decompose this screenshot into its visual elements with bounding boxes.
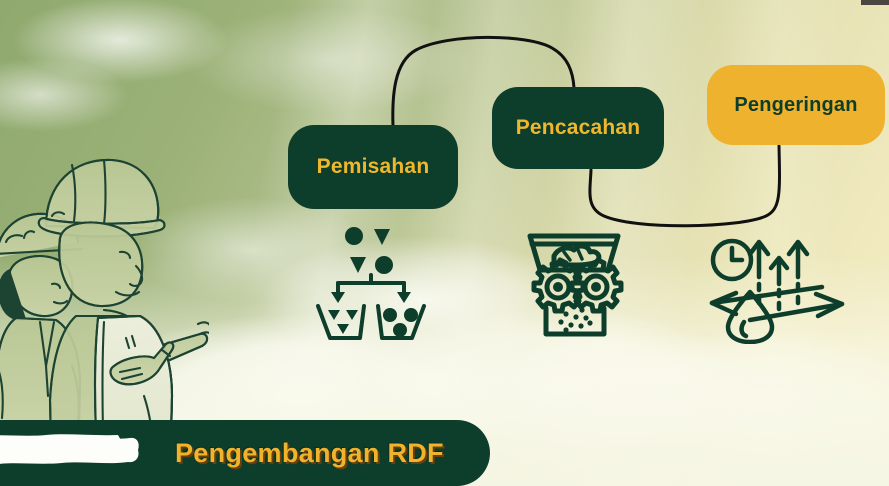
process-node-pencacahan[interactable]: Pencacahan: [492, 87, 664, 169]
bottom-title-banner: Pengembangan RDF: [0, 420, 490, 486]
redaction-mark: [0, 434, 139, 464]
shredder-gears-icon: [518, 226, 630, 338]
drying-evaporation-icon: [706, 232, 846, 344]
process-node-label: Pencacahan: [515, 116, 641, 139]
process-node-label: Pemisahan: [316, 155, 430, 178]
process-node-pemisahan[interactable]: Pemisahan: [288, 125, 458, 209]
banner-title: Pengembangan RDF: [175, 437, 444, 468]
top-right-corner-sliver: [861, 0, 889, 5]
process-node-pengeringan[interactable]: Pengeringan: [707, 65, 885, 145]
process-node-label: Pengeringan: [734, 93, 858, 116]
separation-bins-icon: [312, 222, 430, 340]
